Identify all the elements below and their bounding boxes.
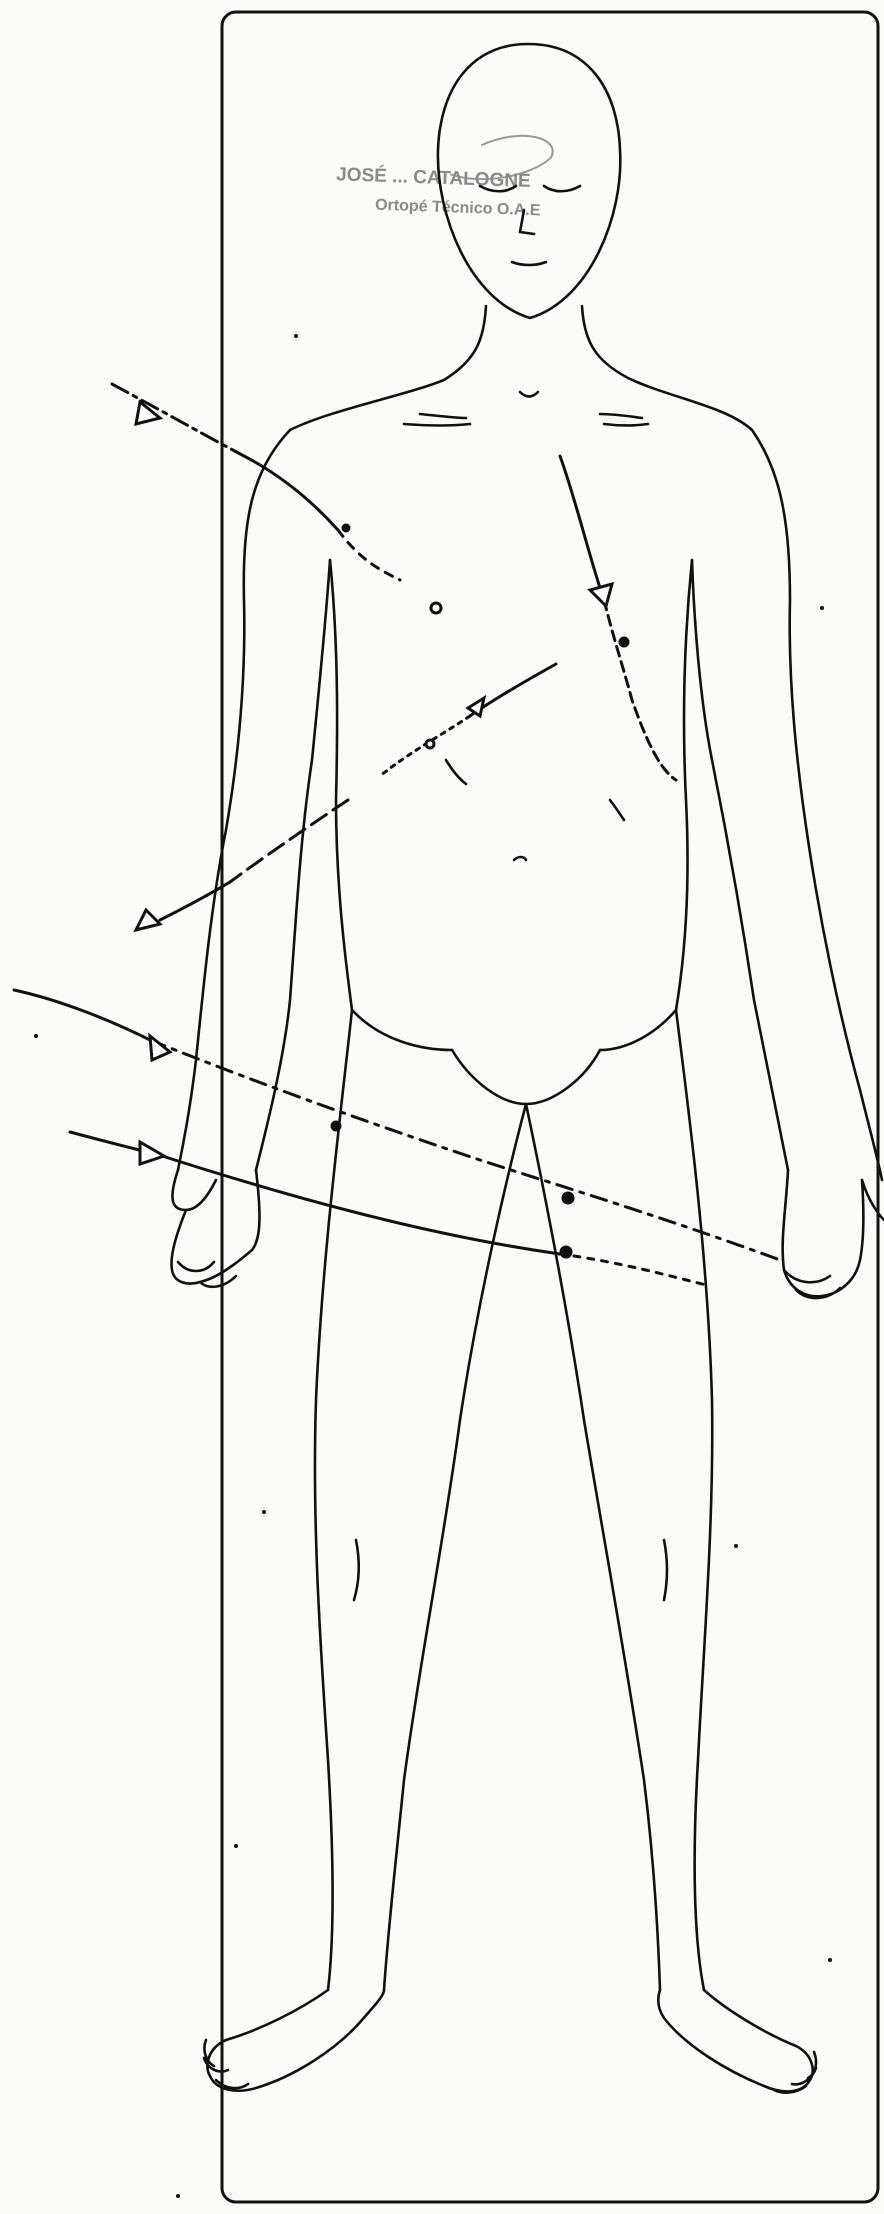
right-arm-outer [752, 430, 882, 1180]
right-leg-outer [676, 1010, 712, 1990]
neck-right [582, 306, 752, 430]
navel [514, 857, 526, 860]
collarbone-right [600, 414, 642, 418]
hip-line-left [352, 1010, 452, 1050]
trajectory-hip-upper [14, 990, 780, 1260]
mouth [512, 262, 546, 265]
trajectory-abdomen-exit [136, 800, 348, 930]
rib-left [446, 760, 466, 784]
trajectory-upper-right-chest [560, 456, 676, 780]
torso-left [330, 560, 352, 1010]
hip-line-right [600, 1010, 676, 1050]
torso-right [676, 560, 692, 1010]
trajectory-mid-chest [380, 664, 556, 776]
collarbone-right-2 [604, 424, 648, 426]
left-arm-inner [256, 560, 330, 1170]
sternum-notch [520, 392, 538, 397]
collarbone-left [420, 414, 466, 418]
human-figure [172, 44, 884, 2093]
stamp-line-1: JOSÉ ... CATALOGNE [336, 163, 531, 192]
left-leg-outer [315, 1010, 352, 1990]
eye-right [544, 186, 580, 191]
right-arm-inner [692, 560, 788, 1170]
right-foot [658, 1990, 816, 2093]
rib-right [610, 800, 624, 820]
trajectory-upper-left-chest [112, 384, 441, 613]
neck-left [290, 306, 486, 430]
right-hand [783, 1170, 884, 1298]
knee-left [354, 1540, 359, 1600]
left-hand [172, 1170, 260, 1287]
left-foot [204, 1990, 384, 2091]
right-leg-inner [526, 1104, 660, 1990]
diagram-frame [222, 12, 878, 2202]
trajectory-hip-lower [70, 1132, 710, 1286]
groin [452, 1050, 600, 1104]
knee-right [664, 1540, 667, 1600]
stamp-line-2: Ortopé Técnico O.A.E [375, 197, 541, 220]
collarbone-left-2 [404, 424, 470, 426]
